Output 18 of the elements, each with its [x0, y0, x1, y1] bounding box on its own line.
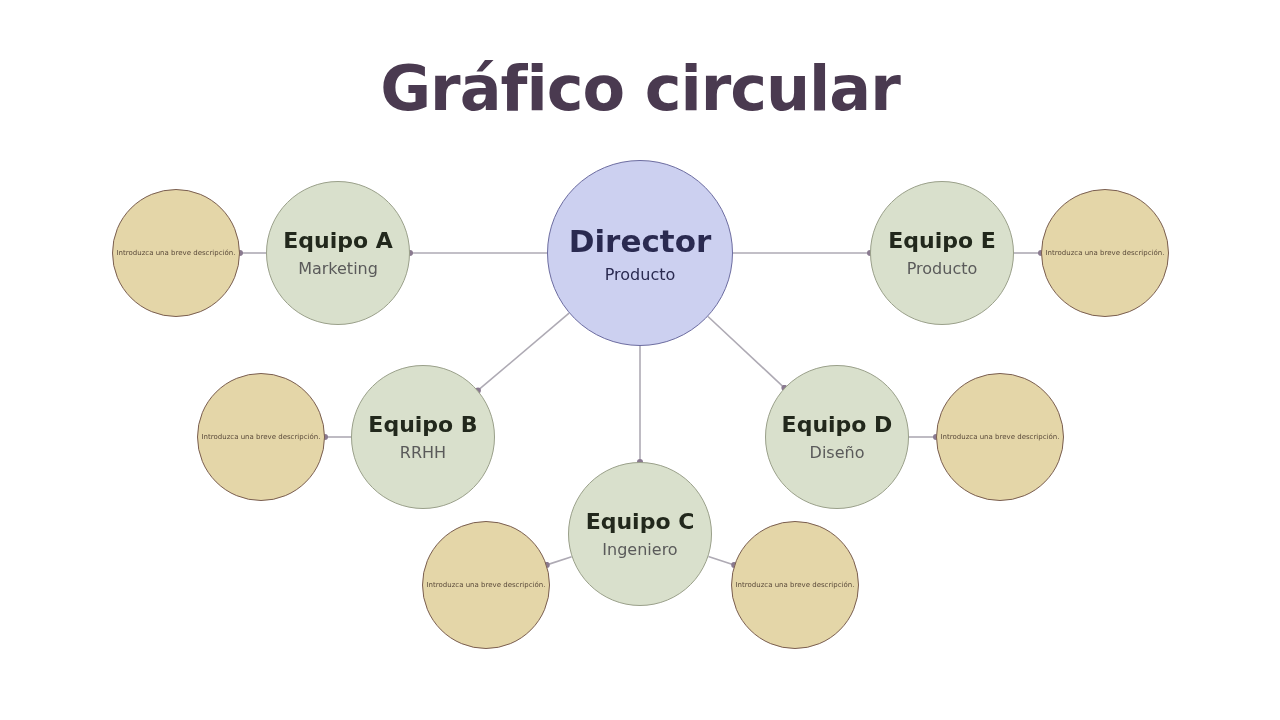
title: Gráfico circular: [380, 52, 900, 125]
connector-line: [707, 555, 738, 568]
node-subtitle: Ingeniero: [602, 540, 678, 559]
connector-line: [637, 345, 643, 465]
node-subtitle: RRHH: [399, 443, 447, 462]
node-heading: Equipo B: [368, 412, 478, 437]
connector-line: [707, 315, 788, 391]
node-subtitle: Marketing: [298, 259, 378, 278]
node-heading: Equipo E: [888, 228, 996, 253]
connector-line: [543, 555, 573, 568]
node-subtitle: Producto: [604, 264, 676, 284]
node-subtitle: Producto: [906, 259, 978, 278]
node-heading: Equipo D: [781, 412, 893, 437]
node-subtitle: Diseño: [809, 443, 865, 462]
node-heading: Equipo A: [283, 228, 393, 253]
node-heading: Equipo C: [585, 509, 695, 534]
node-heading: Director: [568, 222, 712, 259]
connector-line: [474, 312, 570, 394]
